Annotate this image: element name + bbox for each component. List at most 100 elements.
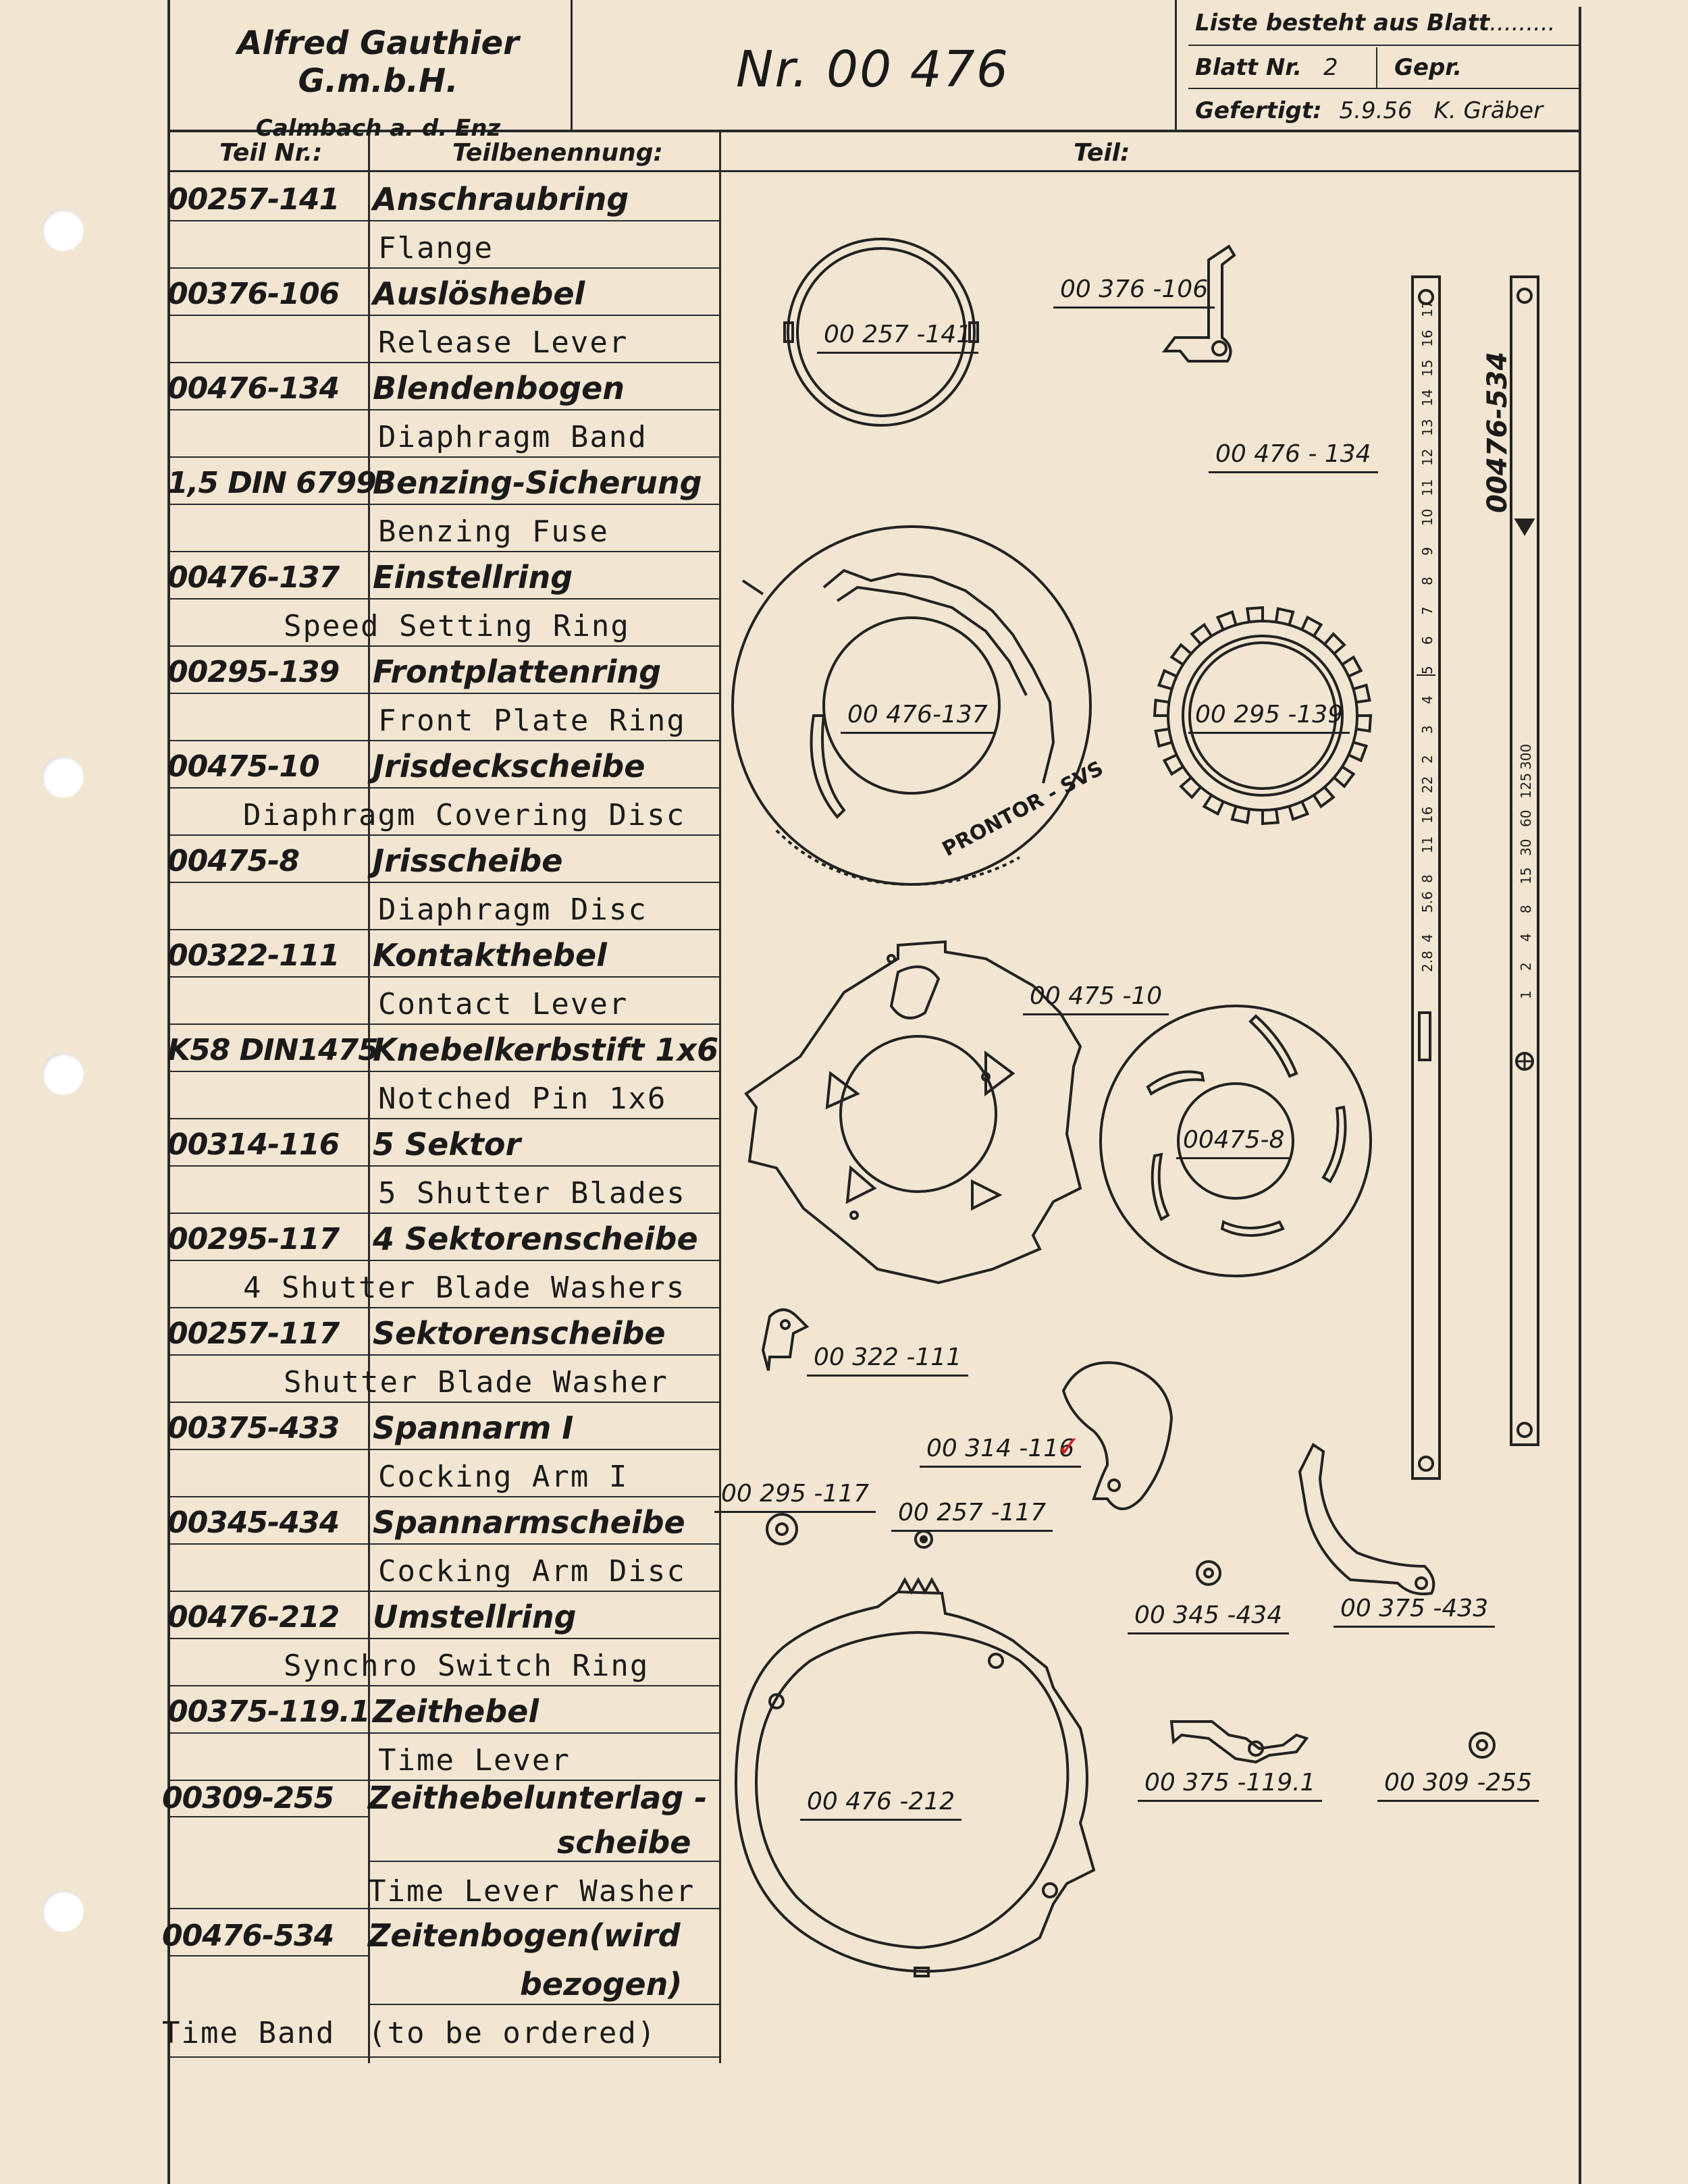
- part-name-de: Blendenbogen: [373, 370, 625, 406]
- row-rule: [167, 1780, 719, 1781]
- row-rule: [167, 740, 719, 741]
- row-rule: [167, 409, 719, 410]
- part-number: 1,5 DIN 6799: [167, 466, 377, 500]
- label-lever-washer: 00 309 -255: [1377, 1769, 1539, 1802]
- cover-disc-drawing: [744, 940, 1082, 1285]
- col-head-part-no: Teil Nr.:: [219, 139, 323, 167]
- row-rule: [167, 456, 719, 458]
- row-rule: [167, 267, 719, 269]
- part-name-en: Flange: [378, 231, 494, 265]
- part-name-de: Kontakthebel: [373, 937, 607, 974]
- scale-mark: 60: [1518, 809, 1534, 827]
- header-right-divider: [1376, 47, 1377, 88]
- label-arm-disc: 00 345 -434: [1128, 1601, 1290, 1634]
- header-divider-2: [1175, 0, 1177, 130]
- scale-mark: 30: [1518, 838, 1534, 856]
- part-name-en: Notched Pin 1x6: [378, 1082, 667, 1116]
- row-rule: [167, 1071, 719, 1072]
- scale-mark: 15: [1518, 867, 1534, 884]
- scale-mark: 8: [1419, 874, 1435, 883]
- row-rule: [167, 976, 719, 978]
- row-rule: [167, 645, 719, 647]
- blatt-field: Blatt Nr. 2: [1195, 54, 1338, 81]
- part-name-en: Speed Setting Ring: [284, 609, 630, 643]
- row-rule: [167, 362, 719, 363]
- part-name-de: Zeithebel: [373, 1693, 539, 1730]
- label-washer-1: 00 257 -117: [891, 1499, 1053, 1532]
- row-rule: [167, 1213, 719, 1214]
- part-name-de: Spannarm I: [373, 1410, 574, 1446]
- gear-tooth: [1300, 615, 1323, 637]
- header-right-rule-2: [1188, 88, 1580, 89]
- sector-check-mark: ✓: [1057, 1430, 1081, 1463]
- washer-1-drawing: [914, 1530, 933, 1549]
- part-number: 00376-106: [167, 277, 340, 311]
- row-rule: [167, 315, 719, 316]
- frame-right: [1579, 7, 1581, 2184]
- gear-tooth: [1274, 607, 1295, 626]
- part-name-de: scheibe: [557, 1824, 691, 1861]
- part-name-de: bezogen): [520, 1966, 683, 2002]
- col-divider-2: [719, 132, 721, 2063]
- row-rule: [167, 929, 719, 930]
- scale-mark: 2.8: [1419, 951, 1435, 972]
- part-name-de: Anschraubring: [373, 181, 629, 217]
- scale-mark: 13: [1419, 419, 1435, 437]
- part-name-de: 5 Sektor: [373, 1126, 521, 1163]
- row-rule: [167, 1685, 719, 1686]
- row-rule: [167, 1732, 719, 1734]
- row-rule: [167, 220, 719, 221]
- part-name-de: Spannarmscheibe: [373, 1504, 685, 1541]
- part-name-en: Benzing Fuse: [378, 514, 609, 549]
- gefertigt-field: Gefertigt: 5.9.56 K. Gräber: [1195, 97, 1544, 124]
- row-rule: [167, 1354, 719, 1356]
- part-name-de: Zeithebelunterlag -: [368, 1780, 708, 1816]
- part-number: 00375-119.1: [167, 1695, 371, 1729]
- part-name-en: Synchro Switch Ring: [284, 1649, 650, 1683]
- label-sector: 00 314 -116: [920, 1435, 1082, 1468]
- row-rule: [167, 1118, 719, 1119]
- row-rule: [167, 834, 719, 836]
- lever-washer-drawing: [1469, 1732, 1496, 1759]
- contact-lever-drawing: [761, 1308, 810, 1371]
- part-name-de: Einstellring: [373, 559, 573, 595]
- row-rule: [167, 1638, 719, 1639]
- part-name-en: Shutter Blade Washer: [284, 1365, 668, 1400]
- scale-mark: 14: [1419, 389, 1435, 407]
- part-number: K58 DIN1475: [167, 1033, 379, 1067]
- part-name-en: 5 Shutter Blades: [378, 1176, 686, 1210]
- row-rule: [167, 1165, 719, 1167]
- part-number: 00295-139: [167, 655, 340, 689]
- part-name-en: Release Lever: [378, 325, 629, 360]
- scale-mark: 7: [1419, 606, 1435, 615]
- header-divider-1: [571, 0, 573, 130]
- part-name-de: Frontplattenring: [373, 654, 662, 690]
- row-rule: [167, 882, 719, 883]
- row-rule: [167, 551, 719, 552]
- gear-tooth: [1245, 606, 1264, 622]
- part-number: 00476-212: [167, 1600, 340, 1634]
- scale-mark: 2: [1518, 961, 1534, 971]
- label-time-lever: 00 375 -119.1: [1138, 1769, 1323, 1802]
- frame-left: [167, 0, 170, 2184]
- scale-mark: 2: [1419, 755, 1435, 764]
- row-rule: [167, 1955, 370, 1956]
- row-rule: [167, 598, 719, 600]
- row-rule: [167, 2056, 719, 2058]
- part-name-en: Contact Lever: [378, 987, 629, 1021]
- row-rule: [370, 1861, 719, 1862]
- part-number: 00257-141: [167, 182, 340, 217]
- label-flange: 00 257 -141: [817, 321, 979, 354]
- punch-hole: [42, 1053, 84, 1095]
- row-rule: [167, 1543, 719, 1545]
- column-head-rule: [167, 170, 1581, 172]
- diaphragm-disc-drawing: [1099, 1005, 1372, 1277]
- gear-tooth: [1179, 776, 1202, 799]
- scale-mark: 4: [1419, 934, 1435, 942]
- scale-mark: 4: [1419, 695, 1435, 705]
- scale-mark: 8: [1419, 577, 1435, 585]
- label-diaphragm-disc: 00475-8: [1176, 1126, 1292, 1159]
- part-name-en: Cocking Arm Disc: [378, 1554, 686, 1589]
- scale-mark: 9: [1419, 546, 1435, 556]
- punch-hole: [42, 756, 84, 798]
